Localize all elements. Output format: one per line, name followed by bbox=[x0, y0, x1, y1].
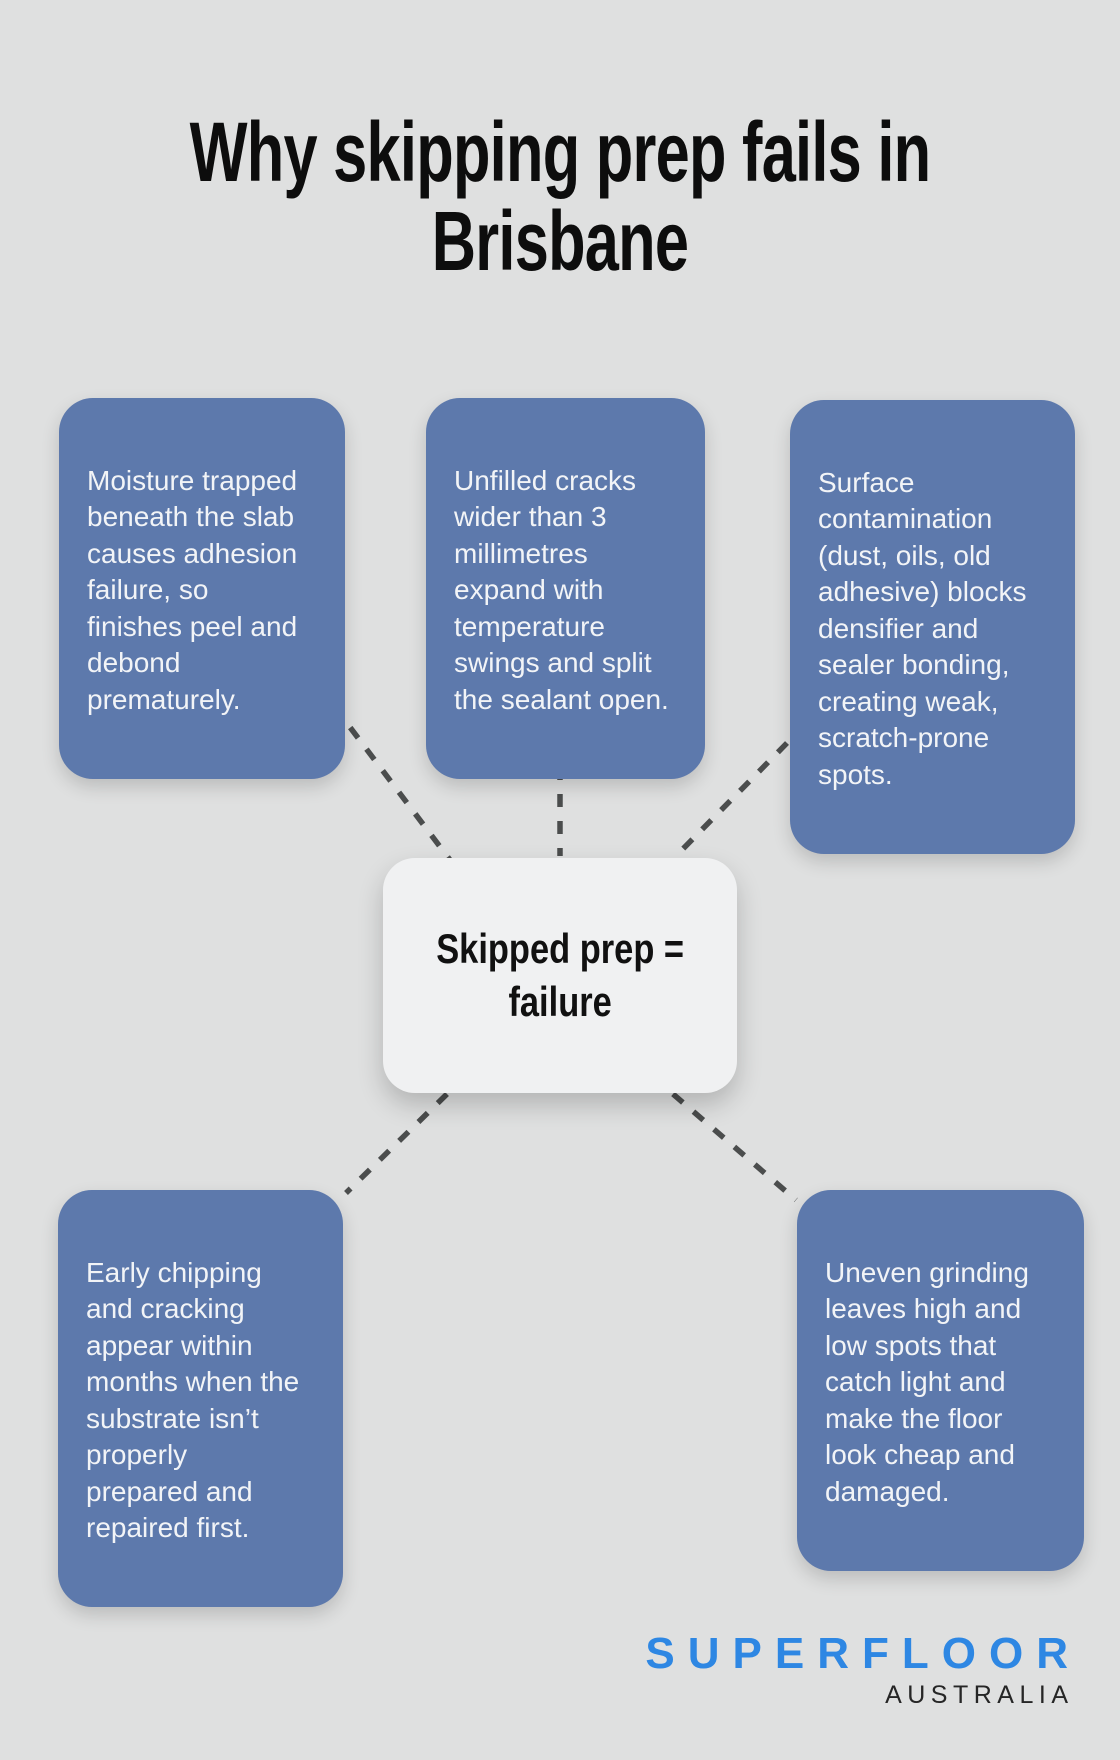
cause-text-moisture: Moisture trapped beneath the slab causes… bbox=[87, 464, 298, 715]
cause-text-surface: Surface contamination (dust, oils, old a… bbox=[818, 466, 1027, 790]
cause-box-chipping: Early chipping and cracking appear withi… bbox=[58, 1190, 343, 1607]
cause-box-grinding: Uneven grinding leaves high and low spot… bbox=[797, 1190, 1084, 1571]
cause-box-cracks: Unfilled cracks wider than 3 millimetres… bbox=[426, 398, 705, 779]
cause-box-moisture: Moisture trapped beneath the slab causes… bbox=[59, 398, 345, 779]
brand-logo: SUPERFLOOR AUSTRALIA bbox=[645, 1632, 1068, 1708]
center-node: Skipped prep = failure bbox=[383, 858, 737, 1093]
page-title: Why skipping prep fails in Brisbane bbox=[189, 105, 932, 289]
cause-box-surface: Surface contamination (dust, oils, old a… bbox=[790, 400, 1075, 854]
logo-brand-text: SUPERFLOOR bbox=[645, 1629, 1081, 1678]
center-node-label: Skipped prep = failure bbox=[436, 924, 684, 1025]
connector-center-to-grinding bbox=[671, 1091, 798, 1203]
cause-text-grinding: Uneven grinding leaves high and low spot… bbox=[825, 1256, 1029, 1507]
logo-region-text: AUSTRALIA bbox=[885, 1681, 1074, 1709]
connector-center-to-chipping bbox=[344, 1092, 449, 1195]
cause-text-cracks: Unfilled cracks wider than 3 millimetres… bbox=[454, 464, 669, 715]
cause-text-chipping: Early chipping and cracking appear withi… bbox=[86, 1256, 300, 1544]
